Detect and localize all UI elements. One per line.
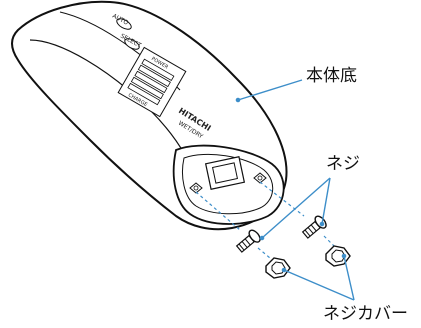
screw-hole-left [189,182,203,194]
screw-cover-left [265,257,291,279]
screw-cover-right [325,245,351,267]
label-body-bottom: 本体底 [306,66,357,86]
shaver-body: AUTO SELECT POWER CHARGE HITACHI WET/DRY [11,0,288,231]
screw-hole-right [253,172,267,184]
leader-screw-left [261,177,331,239]
label-screws: ネジ [326,154,360,174]
leader-body-bottom [237,79,303,101]
screw-left [235,229,261,253]
label-screw-covers: ネジカバー [323,304,408,324]
leader-cover-left [283,269,355,301]
leader-lines [235,79,355,301]
indicator-panel: POWER CHARGE [117,46,187,118]
base-socket [204,156,246,190]
leader-cover-right [343,255,355,301]
leader-screw-right [321,177,331,225]
